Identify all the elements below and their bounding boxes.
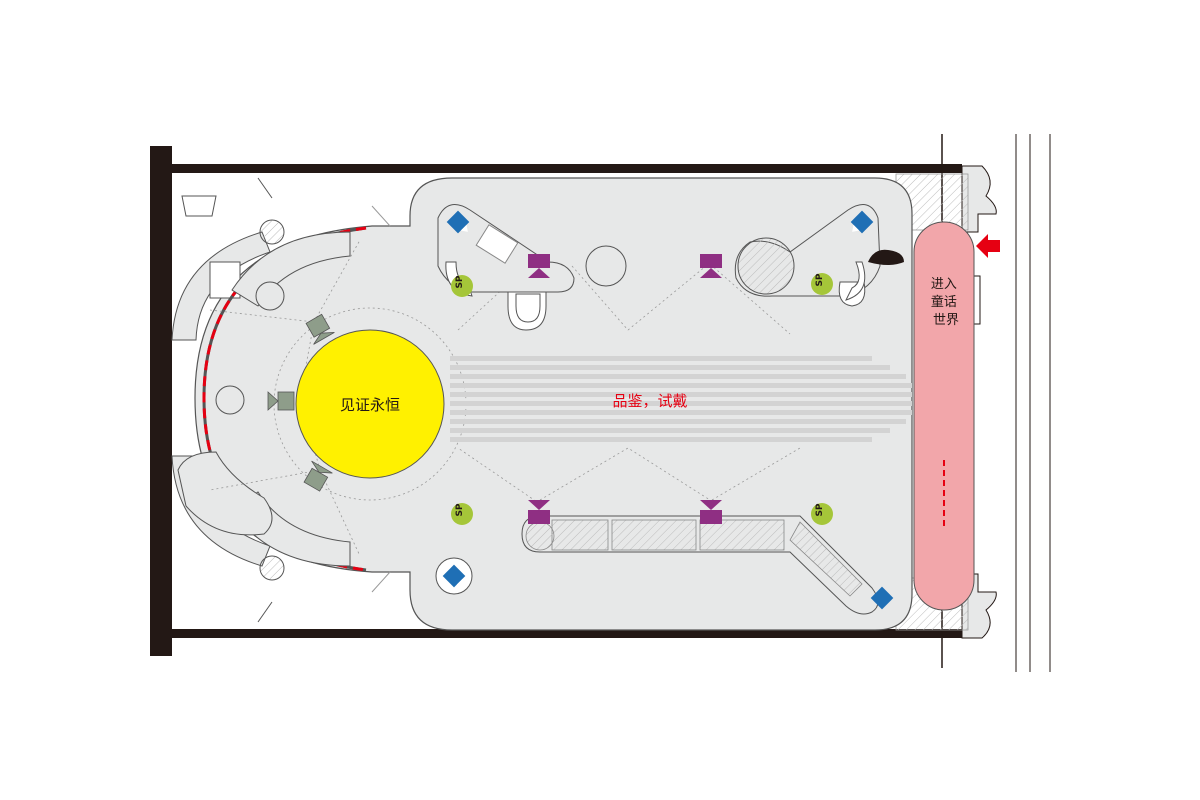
door-swing-top [257,177,273,199]
display-cases [528,254,722,524]
entry-strip [913,221,975,611]
counter-top-right [734,204,881,307]
speaker-badge-1: SP [451,275,473,297]
bottom-wall [172,629,962,638]
speaker-badge-label: SP [455,275,465,288]
center-circle-label: 见证永恒 [340,396,400,414]
sink-basin [181,195,217,217]
vip-display-3 [303,460,333,492]
display-case-3 [528,500,550,524]
speaker-badge-3: SP [451,503,473,525]
top-wall [172,164,962,173]
camera-bottom-left [442,564,466,588]
speaker-badge-2: SP [811,273,833,295]
speaker-badge-4: SP [811,503,833,525]
speaker-badge-label: SP [455,503,465,516]
sculpture-top-right [868,249,904,265]
vip-display-1 [305,313,335,345]
speaker-badge-label: SP [815,273,825,286]
side-table-top [255,281,285,311]
camera-bottom-right [870,586,894,610]
vip-room [177,226,367,572]
display-case-2 [700,254,722,278]
stool-top-left-2 [507,291,547,331]
door-jamb [973,275,981,325]
lounge-chair-top [177,451,273,536]
center-circle [295,329,445,479]
svg-text:进入 童话 世界: 进入 童话 世界 [931,277,961,328]
plant-top [259,219,285,245]
vip-displays [267,313,335,492]
entry-label-line-1: 进入 [931,277,957,292]
stool-top-right-2 [845,261,866,301]
entry-arrow-icon [976,234,1000,258]
door-swing-bottom [257,601,273,623]
tasting-label: 品鉴，试戴 [612,392,687,410]
entry-label-line-2: 童话 [931,294,957,310]
center-showcase: 见证永恒 [295,329,445,479]
display-case-1 [528,254,550,278]
building-walls [150,134,1051,672]
speaker-badge-label: SP [815,503,825,516]
plant-bottom [259,555,285,581]
counter-bottom-run [521,515,879,615]
round-table-top-center [585,245,627,287]
entry-label-line-3: 世界 [933,313,959,328]
side-table-mid [215,385,245,415]
speaker-badges: SP SP SP SP [451,273,833,525]
tasting-floor-strips [450,356,912,442]
vip-display-2 [267,391,295,411]
door-swing-mid-top [371,205,391,227]
door-swing-mid-bottom [371,571,391,593]
facade-top [961,165,997,233]
entry-zone: 进入 童话 世界 [913,221,1000,611]
left-wall [150,146,172,656]
display-case-4 [700,500,722,524]
